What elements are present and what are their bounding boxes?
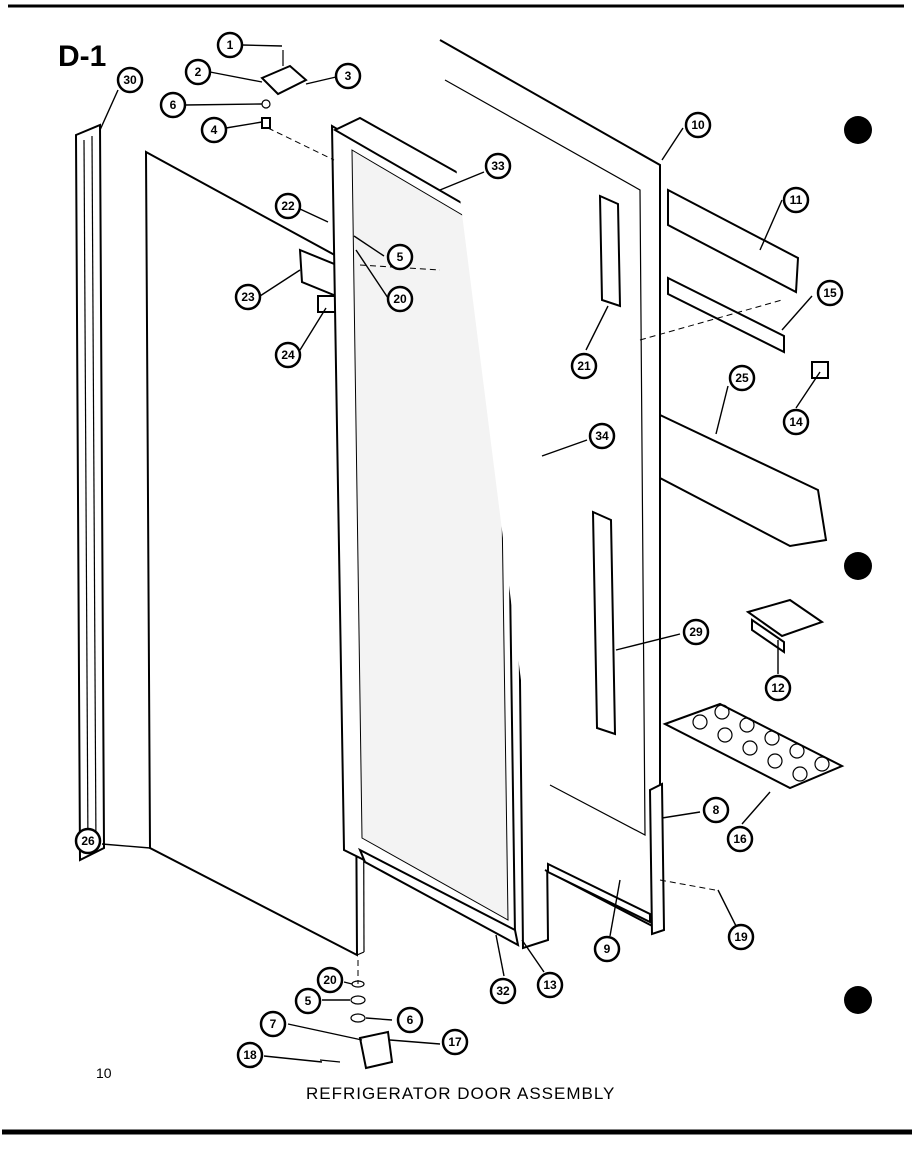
svg-text:6: 6 <box>170 98 177 112</box>
callout-5: 5 <box>386 243 414 271</box>
svg-text:6: 6 <box>407 1013 414 1027</box>
svg-text:18: 18 <box>243 1048 257 1062</box>
callout-32: 32 <box>489 977 517 1005</box>
svg-text:1: 1 <box>227 38 234 52</box>
svg-text:17: 17 <box>448 1035 462 1049</box>
callout-4: 4 <box>200 116 228 144</box>
svg-text:34: 34 <box>595 429 609 443</box>
svg-text:24: 24 <box>281 348 295 362</box>
svg-text:5: 5 <box>397 250 404 264</box>
registration-dot <box>844 552 872 580</box>
svg-text:9: 9 <box>604 942 611 956</box>
svg-text:32: 32 <box>496 984 510 998</box>
callout-2: 2 <box>184 58 212 86</box>
callout-20-lower: 20 <box>316 966 344 994</box>
callout-20: 20 <box>386 285 414 313</box>
callout-9: 9 <box>593 935 621 963</box>
callout-11: 11 <box>782 186 810 214</box>
callout-34: 34 <box>588 422 616 450</box>
svg-text:30: 30 <box>123 73 137 87</box>
svg-text:5: 5 <box>305 994 312 1008</box>
door-gasket-part <box>74 123 106 862</box>
svg-text:20: 20 <box>393 292 407 306</box>
svg-text:11: 11 <box>790 193 803 207</box>
insulated-liner-part <box>330 124 517 937</box>
callout-30: 30 <box>116 66 144 94</box>
svg-text:8: 8 <box>713 803 720 817</box>
bottom-hinge-part <box>319 980 394 1070</box>
svg-text:23: 23 <box>241 290 255 304</box>
callout-22: 22 <box>274 192 302 220</box>
callout-26: 26 <box>74 827 102 855</box>
door-shelf-11 <box>667 188 800 294</box>
diagram-title: REFRIGERATOR DOOR ASSEMBLY <box>306 1084 616 1103</box>
callout-6: 6 <box>159 91 187 119</box>
callout-29: 29 <box>682 618 710 646</box>
callout-33: 33 <box>484 152 512 180</box>
section-code: D-1 <box>58 40 107 73</box>
svg-text:25: 25 <box>735 371 749 385</box>
door-shelf-15 <box>667 276 785 354</box>
callout-17: 17 <box>441 1028 469 1056</box>
callout-15: 15 <box>816 279 844 307</box>
clip-14 <box>811 361 829 379</box>
registration-dot <box>844 986 872 1014</box>
svg-text:33: 33 <box>491 159 505 173</box>
egg-tray-16 <box>662 702 845 790</box>
svg-text:2: 2 <box>195 65 202 79</box>
page-number: 10 <box>96 1065 112 1081</box>
butter-tray-12 <box>745 598 825 654</box>
svg-text:21: 21 <box>577 359 591 373</box>
callout-21: 21 <box>570 352 598 380</box>
svg-text:22: 22 <box>281 199 295 213</box>
svg-text:4: 4 <box>211 123 218 137</box>
svg-text:19: 19 <box>734 930 748 944</box>
callout-18: 18 <box>236 1041 264 1069</box>
svg-text:16: 16 <box>733 832 747 846</box>
callout-16: 16 <box>726 825 754 853</box>
svg-text:3: 3 <box>345 69 352 83</box>
registration-dot <box>844 116 872 144</box>
callout-24: 24 <box>274 341 302 369</box>
callout-23: 23 <box>234 283 262 311</box>
callout-25: 25 <box>728 364 756 392</box>
callout-1: 1 <box>216 31 244 59</box>
svg-text:13: 13 <box>543 978 557 992</box>
svg-text:12: 12 <box>771 681 785 695</box>
svg-text:26: 26 <box>81 834 95 848</box>
shelf-retainer-29 <box>591 510 617 736</box>
callout-7: 7 <box>259 1010 287 1038</box>
bottom-cap-part <box>358 847 520 947</box>
bottom-bracket-8 <box>648 782 666 936</box>
callout-13: 13 <box>536 971 564 999</box>
svg-text:29: 29 <box>689 625 703 639</box>
callout-3: 3 <box>334 62 362 90</box>
callout-19: 19 <box>727 923 755 951</box>
svg-text:15: 15 <box>823 286 837 300</box>
door-bin-25 <box>659 413 828 548</box>
callout-8: 8 <box>702 796 730 824</box>
callout-5-lower: 5 <box>294 987 322 1015</box>
svg-text:7: 7 <box>270 1017 277 1031</box>
bottom-trim-9 <box>547 862 651 924</box>
shelf-retainer-21 <box>598 194 622 308</box>
top-hinge-part <box>260 50 308 129</box>
svg-text:20: 20 <box>323 973 337 987</box>
svg-text:10: 10 <box>691 118 705 132</box>
svg-text:14: 14 <box>789 415 803 429</box>
callout-14: 14 <box>782 408 810 436</box>
callout-12: 12 <box>764 674 792 702</box>
callout-6-lower: 6 <box>396 1006 424 1034</box>
callout-10: 10 <box>684 111 712 139</box>
